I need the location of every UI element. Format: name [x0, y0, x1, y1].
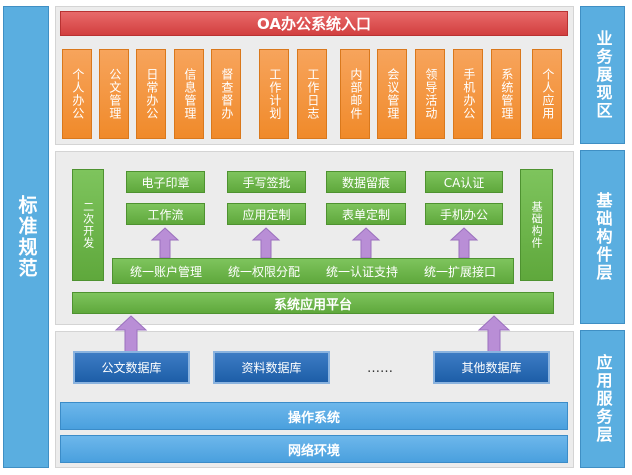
module-label: 公文管理 [107, 68, 122, 120]
module-label: 手机办公 [461, 68, 476, 120]
module-box[interactable]: 工作日志 [297, 49, 327, 139]
module-box[interactable]: 工作计划 [259, 49, 289, 139]
standards-bar: 标准规范 [3, 6, 49, 468]
module-label: 领导活动 [423, 68, 438, 120]
unified-extension-interface[interactable]: 统一扩展接口 [423, 264, 496, 279]
module-box[interactable]: 督查督办 [211, 49, 241, 139]
up-arrow-icon [114, 315, 148, 353]
up-arrow-icon [477, 315, 511, 353]
component-label: 工作流 [147, 207, 184, 222]
module-box[interactable]: 个人应用 [532, 49, 562, 139]
component-label: 电子印章 [141, 175, 190, 190]
up-arrow-icon [150, 227, 180, 259]
module-box[interactable]: 信息管理 [174, 49, 204, 139]
unified-permission-assignment[interactable]: 统一权限分配 [227, 264, 300, 279]
module-label: 系统管理 [499, 68, 514, 120]
module-label: 工作日志 [305, 68, 320, 120]
up-arrow-icon [251, 227, 281, 259]
module-box[interactable]: 系统管理 [491, 49, 521, 139]
database-box[interactable]: 其他数据库 [433, 351, 550, 384]
module-label: 会议管理 [385, 68, 400, 120]
system-application-platform[interactable]: 系统应用平台 [72, 292, 554, 314]
database-label: 其他数据库 [461, 361, 522, 375]
database-box[interactable]: 资料数据库 [213, 351, 330, 384]
component-label: 手机办公 [439, 207, 488, 222]
network-environment-bar[interactable]: 网络环境 [60, 435, 568, 463]
module-label: 工作计划 [267, 68, 282, 120]
unified-account-management[interactable]: 统一账户管理 [129, 264, 202, 279]
module-label: 内部邮件 [348, 68, 363, 120]
module-label: 督查督办 [219, 68, 234, 120]
module-label: 个人应用 [540, 68, 555, 120]
module-label: 个人办公 [70, 68, 85, 120]
component-box[interactable]: 表单定制 [326, 203, 406, 225]
component-label: CA认证 [443, 175, 485, 190]
database-label: 公文数据库 [101, 361, 162, 375]
module-box[interactable]: 会议管理 [377, 49, 407, 139]
component-label: 应用定制 [242, 207, 291, 222]
foundation-layer-label-box: 基础构件层 [580, 150, 625, 324]
module-box[interactable]: 手机办公 [453, 49, 483, 139]
oa-entry-title[interactable]: OA办公系统入口 [60, 11, 568, 36]
component-box[interactable]: 电子印章 [126, 171, 205, 193]
component-box[interactable]: 数据留痕 [326, 171, 406, 193]
up-arrow-icon [351, 227, 381, 259]
module-box[interactable]: 个人办公 [62, 49, 92, 139]
component-label: 手写签批 [242, 175, 291, 190]
module-box[interactable]: 领导活动 [415, 49, 445, 139]
up-arrow-icon [449, 227, 479, 259]
database-label: 资料数据库 [241, 361, 302, 375]
component-box[interactable]: 应用定制 [227, 203, 306, 225]
business-zone-label: 业务展现区 [593, 30, 613, 120]
component-box[interactable]: 手写签批 [227, 171, 306, 193]
base-components-label: 基础构件 [530, 201, 544, 249]
operating-system-bar[interactable]: 操作系统 [60, 402, 568, 430]
business-zone-label-box: 业务展现区 [580, 6, 625, 144]
module-label: 信息管理 [182, 68, 197, 120]
component-box[interactable]: CA认证 [425, 171, 503, 193]
service-layer-label: 应用服务层 [593, 354, 613, 444]
standards-label: 标准规范 [15, 195, 38, 279]
secondary-development-label: 二次开发 [81, 201, 95, 249]
unified-authentication-support[interactable]: 统一认证支持 [325, 264, 398, 279]
component-label: 表单定制 [341, 207, 390, 222]
foundation-layer-label: 基础构件层 [593, 192, 613, 282]
module-box[interactable]: 日常办公 [136, 49, 166, 139]
network-label: 网络环境 [287, 443, 340, 459]
database-box[interactable]: 公文数据库 [73, 351, 190, 384]
oa-entry-label: OA办公系统入口 [257, 15, 371, 33]
os-label: 操作系统 [287, 410, 340, 426]
component-box[interactable]: 工作流 [126, 203, 205, 225]
component-label: 数据留痕 [341, 175, 390, 190]
base-components-block[interactable]: 基础构件 [520, 169, 553, 281]
unified-services-bar: 统一账户管理 统一权限分配 统一认证支持 统一扩展接口 [112, 258, 514, 284]
service-layer-label-box: 应用服务层 [580, 330, 625, 468]
ellipsis-label: …… [367, 360, 393, 376]
module-label: 日常办公 [144, 68, 159, 120]
module-box[interactable]: 内部邮件 [340, 49, 370, 139]
secondary-development-block[interactable]: 二次开发 [72, 169, 104, 281]
platform-label: 系统应用平台 [273, 297, 352, 313]
database-ellipsis: …… [345, 357, 415, 379]
module-box[interactable]: 公文管理 [99, 49, 129, 139]
component-box[interactable]: 手机办公 [425, 203, 503, 225]
